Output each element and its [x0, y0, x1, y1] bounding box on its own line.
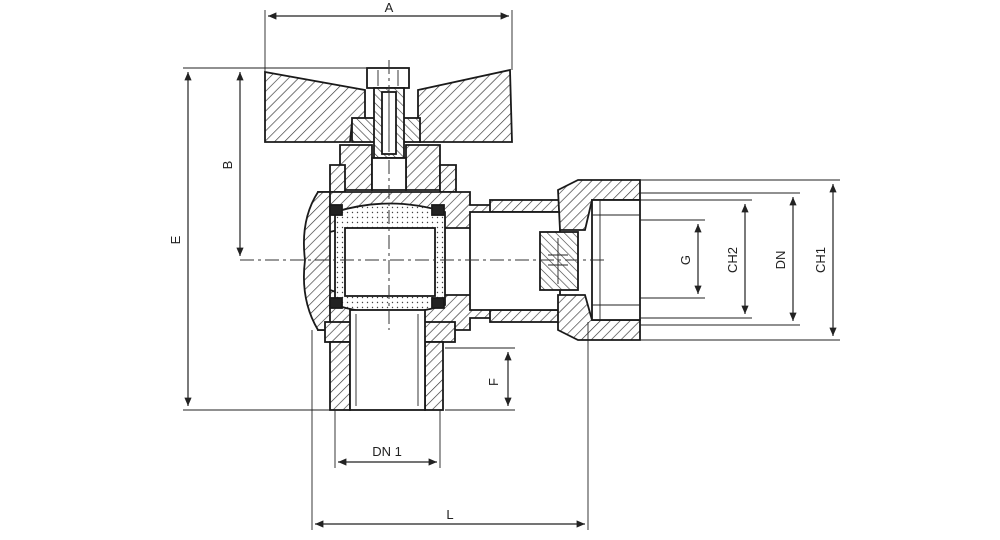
- label-a: A: [385, 0, 394, 15]
- bottom-connector: [324, 309, 456, 411]
- label-g: G: [678, 255, 693, 265]
- dimension-dn: DN: [640, 192, 800, 326]
- dimension-b: B: [220, 67, 265, 256]
- butterfly-handle: [264, 68, 513, 143]
- right-pipe: [469, 199, 579, 323]
- dimension-ch1: CH1: [640, 179, 840, 341]
- bonnet: [329, 144, 457, 193]
- stem-screw: [366, 67, 410, 159]
- label-e: E: [168, 235, 183, 244]
- label-f: F: [486, 378, 501, 386]
- dimension-f: F: [445, 347, 515, 411]
- dimension-e: E: [168, 67, 367, 411]
- label-dn: DN: [773, 251, 788, 270]
- dimension-ch2: CH2: [640, 199, 752, 319]
- label-ch2: CH2: [725, 247, 740, 273]
- dimension-a: A: [264, 0, 513, 72]
- label-l: L: [446, 507, 453, 522]
- label-b: B: [220, 161, 235, 170]
- label-ch1: CH1: [813, 247, 828, 273]
- dimension-l: L: [311, 322, 589, 530]
- dimension-dn1: DN 1: [334, 410, 441, 468]
- valve-body: [303, 191, 556, 331]
- label-dn1: DN 1: [372, 444, 402, 459]
- dimension-g: G: [640, 219, 705, 299]
